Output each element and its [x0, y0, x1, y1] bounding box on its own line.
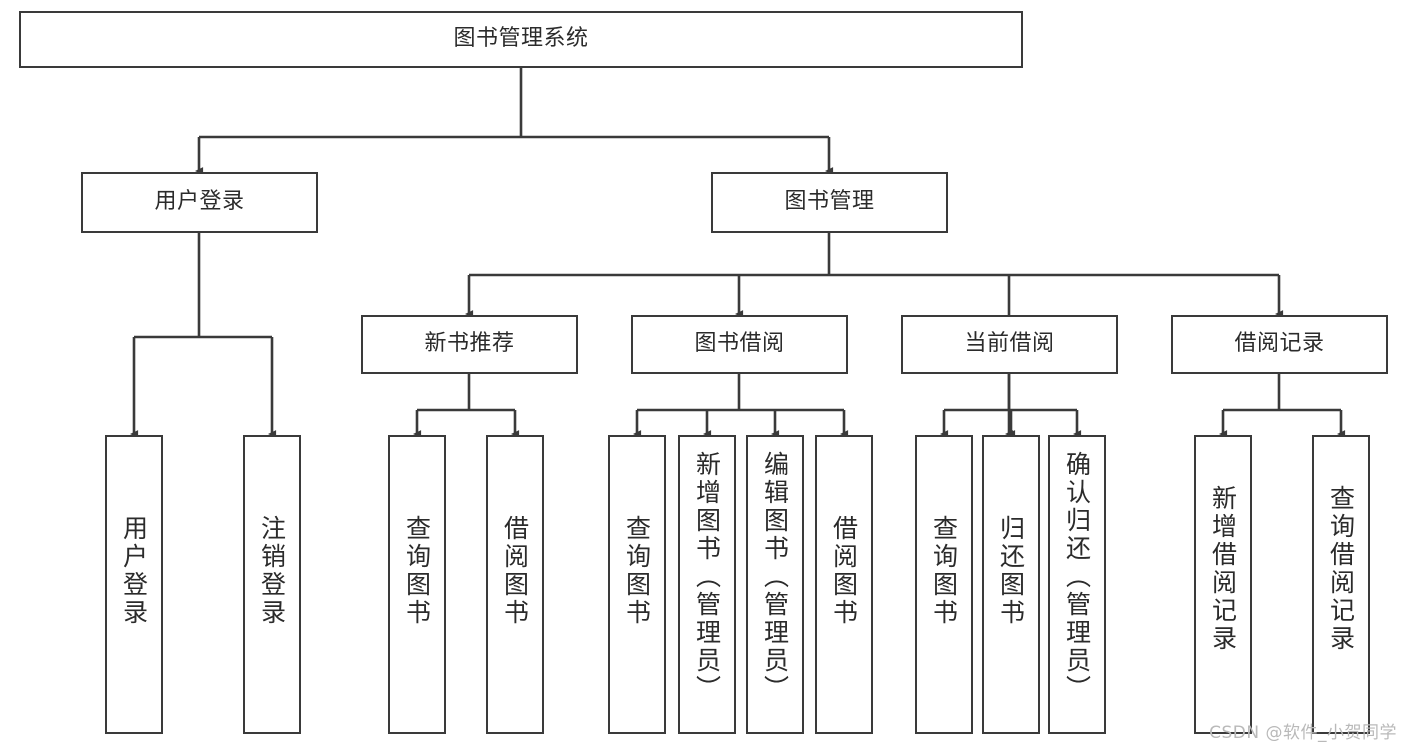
node-label-leaf-query-book-1: 查询图书 [402, 515, 432, 627]
node-label-new-book-rec: 新书推荐 [424, 331, 515, 357]
node-label-leaf-query-book-2: 查询图书 [622, 515, 652, 627]
node-new-book-rec[interactable]: 新书推荐 [361, 315, 578, 374]
node-current-borrow[interactable]: 当前借阅 [901, 315, 1118, 374]
node-label-current-borrow: 当前借阅 [964, 331, 1055, 357]
node-leaf-edit-book[interactable]: 编辑图书（管理员） [746, 435, 804, 734]
node-label-leaf-add-record: 新增借阅记录 [1208, 485, 1238, 653]
node-leaf-return-book[interactable]: 归还图书 [982, 435, 1040, 734]
node-label-book-manage: 图书管理 [784, 189, 875, 215]
node-label-leaf-edit-book: 编辑图书（管理员） [760, 451, 790, 703]
node-user-login[interactable]: 用户登录 [81, 172, 318, 233]
node-borrow-record[interactable]: 借阅记录 [1171, 315, 1388, 374]
node-label-leaf-user-login: 用户登录 [119, 515, 149, 627]
node-label-leaf-return-book: 归还图书 [996, 515, 1026, 627]
node-leaf-borrow-book-1[interactable]: 借阅图书 [486, 435, 544, 734]
watermark: CSDN @软件_小贺同学 [1209, 723, 1397, 743]
node-leaf-user-logout[interactable]: 注销登录 [243, 435, 301, 734]
node-label-user-login: 用户登录 [154, 189, 245, 215]
node-label-book-borrow: 图书借阅 [694, 331, 785, 357]
node-label-leaf-query-book-3: 查询图书 [929, 515, 959, 627]
node-label-leaf-query-record: 查询借阅记录 [1326, 485, 1356, 653]
node-leaf-add-record[interactable]: 新增借阅记录 [1194, 435, 1252, 734]
node-label-borrow-record: 借阅记录 [1234, 331, 1325, 357]
node-root[interactable]: 图书管理系统 [19, 11, 1023, 68]
node-leaf-confirm-return[interactable]: 确认归还（管理员） [1048, 435, 1106, 734]
node-leaf-borrow-book-2[interactable]: 借阅图书 [815, 435, 873, 734]
node-label-leaf-user-logout: 注销登录 [257, 515, 287, 627]
node-label-leaf-borrow-book-1: 借阅图书 [500, 515, 530, 627]
node-leaf-query-book-2[interactable]: 查询图书 [608, 435, 666, 734]
node-leaf-user-login[interactable]: 用户登录 [105, 435, 163, 734]
node-leaf-add-book[interactable]: 新增图书（管理员） [678, 435, 736, 734]
node-leaf-query-book-1[interactable]: 查询图书 [388, 435, 446, 734]
node-book-borrow[interactable]: 图书借阅 [631, 315, 848, 374]
node-label-root: 图书管理系统 [453, 26, 589, 52]
node-label-leaf-confirm-return: 确认归还（管理员） [1062, 451, 1092, 703]
node-leaf-query-record[interactable]: 查询借阅记录 [1312, 435, 1370, 734]
node-label-leaf-add-book: 新增图书（管理员） [692, 451, 722, 703]
node-leaf-query-book-3[interactable]: 查询图书 [915, 435, 973, 734]
node-label-leaf-borrow-book-2: 借阅图书 [829, 515, 859, 627]
node-book-manage[interactable]: 图书管理 [711, 172, 948, 233]
